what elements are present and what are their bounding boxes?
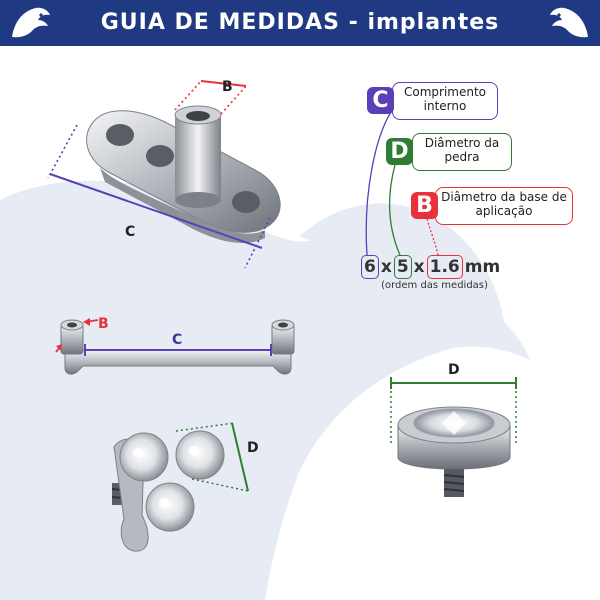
dermal-b-label: B	[222, 79, 233, 95]
page-title: GUIA DE MEDIDAS - implantes	[100, 10, 500, 35]
legend-item-b: Diâmetro da base de aplicação	[435, 187, 573, 225]
legend-item-d: Diâmetro da pedra	[412, 133, 512, 171]
formula-b-value: 1.6	[426, 255, 463, 279]
dermal-top-gem-illustration	[390, 377, 517, 497]
bar-c-label: C	[172, 332, 183, 348]
legend-c-text: Comprimento interno	[403, 85, 487, 113]
formula-times: x	[380, 257, 392, 277]
bar-b-label: B	[98, 316, 109, 332]
legend-c-badge: C	[367, 87, 394, 114]
eagle-head-icon	[12, 7, 50, 38]
formula-unit: mm	[464, 257, 501, 277]
legend-connector-lines	[365, 108, 439, 256]
legend-b-text: Diâmetro da base de aplicação	[441, 190, 567, 218]
legend-b-badge: B	[411, 192, 438, 219]
surface-bar-illustration	[55, 318, 295, 375]
legend-item-c: Comprimento interno	[392, 82, 498, 120]
trinity-d-label: D	[247, 440, 259, 456]
header-bar	[0, 0, 600, 46]
trinity-gem-illustration	[111, 422, 249, 552]
legend-d-text: Diâmetro da pedra	[424, 136, 500, 164]
dermal-anchor-illustration	[47, 79, 281, 269]
formula-note: (ordem das medidas)	[381, 280, 488, 291]
dermal-c-label: C	[125, 224, 136, 240]
formula-times: x	[413, 257, 425, 277]
formula-c-value: 6	[361, 255, 379, 279]
eagle-head-icon	[550, 7, 588, 38]
legend-d-badge: D	[386, 138, 413, 165]
formula-d-value: 5	[393, 255, 412, 279]
gem-d-label: D	[448, 362, 460, 378]
